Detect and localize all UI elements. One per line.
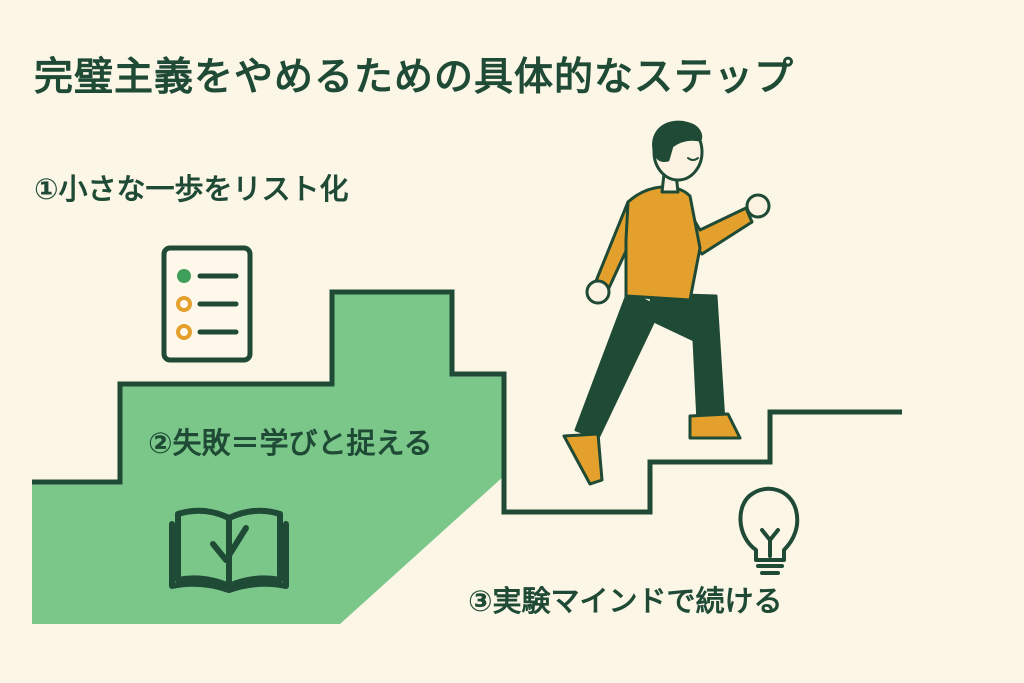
- person-climbing-stairs-illustration: [562, 120, 771, 486]
- staircase-outline: [32, 289, 902, 515]
- step-2-label: ②失敗＝学びと捉える: [148, 426, 433, 460]
- green-stair-block: [32, 292, 504, 624]
- page-title: 完璧主義をやめるための具体的なステップ: [34, 55, 795, 100]
- lightbulb-icon: [738, 486, 800, 575]
- step-3-label: ③実験マインドで続ける: [468, 584, 783, 618]
- open-book-check-icon: [169, 507, 289, 593]
- step-1-label: ①小さな一歩をリスト化: [34, 172, 349, 206]
- checklist-icon: [161, 245, 253, 363]
